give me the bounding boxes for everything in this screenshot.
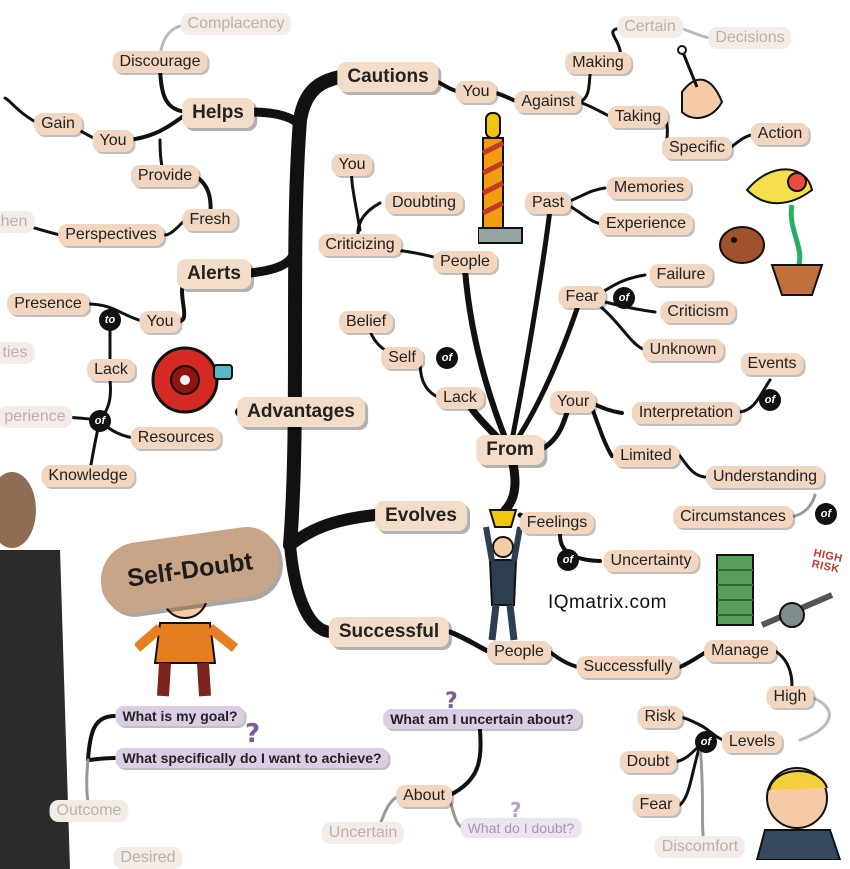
node-desired: Desired (113, 847, 183, 869)
node-manage: Manage (704, 640, 776, 662)
plant-monster-icon (719, 168, 824, 296)
node-q-uncertain: What am I uncertain about? (383, 709, 581, 729)
barrier-icon (478, 112, 523, 244)
node-q-doubt: What do I doubt? (460, 818, 582, 838)
node-presence: Presence (7, 293, 89, 315)
node-experience: Experience (598, 213, 694, 235)
node-knowledge: Knowledge (41, 465, 135, 487)
node-risk: Risk (637, 706, 683, 728)
node-successful: Successful (328, 617, 450, 647)
node-cautions: Cautions (337, 62, 439, 92)
node-understanding: Understanding (705, 466, 825, 488)
node-alerts: Alerts (177, 259, 251, 289)
node-ties: ties (0, 342, 35, 364)
node-events: Events (740, 353, 804, 375)
node-against: Against (514, 91, 582, 113)
node-feelings: Feelings (519, 512, 595, 534)
node-doubt: Doubt (619, 751, 677, 773)
question-mark-icon: ? (510, 798, 522, 822)
connector-to: to (99, 309, 121, 331)
node-uncertain: Uncertain (321, 822, 405, 844)
question-mark-icon: ? (445, 689, 458, 714)
node-evolves: Evolves (375, 501, 467, 531)
connector-of-circumstances: of (815, 503, 837, 525)
node-q-goal: What is my goal? (115, 706, 245, 726)
svg-text:?: ? (445, 689, 458, 714)
node-gain: Gain (34, 113, 82, 135)
businessman-trophy-icon (483, 509, 523, 641)
node-successfully: Successfully (576, 656, 680, 678)
node-when: hen (0, 211, 35, 233)
connector-of-uncertainty: of (557, 549, 579, 571)
node-from: From (476, 435, 544, 465)
node-unknown: Unknown (642, 339, 724, 361)
node-people-from: People (433, 251, 497, 273)
node-failure: Failure (649, 264, 713, 286)
node-experience-left: perience (0, 406, 73, 428)
node-outcome: Outcome (49, 800, 129, 822)
node-memories: Memories (606, 177, 692, 199)
connector-of-levels: of (695, 731, 717, 753)
node-decisions: Decisions (708, 27, 792, 49)
node-perspectives: Perspectives (58, 224, 164, 246)
money-scale-icon (716, 554, 834, 628)
node-about: About (396, 785, 452, 807)
node-you-helps: You (92, 130, 134, 152)
node-specific: Specific (661, 137, 733, 159)
node-certain: Certain (617, 16, 683, 38)
node-past: Past (524, 192, 572, 214)
node-helps: Helps (182, 98, 254, 128)
node-action: Action (750, 123, 810, 145)
node-you-cautions: You (455, 81, 497, 103)
svg-text:?: ? (510, 798, 522, 822)
node-fear-low: Fear (632, 794, 680, 816)
node-you-alerts: You (139, 311, 181, 333)
node-belief: Belief (338, 311, 394, 333)
node-criticism: Criticism (660, 301, 736, 323)
silhouette-person-icon (0, 472, 70, 869)
connector-of-self: of (436, 347, 458, 369)
node-doubting: Doubting (384, 192, 464, 214)
node-people-successful: People (487, 641, 551, 663)
node-making: Making (565, 52, 631, 74)
node-levels: Levels (721, 731, 783, 753)
node-lack-from: Lack (436, 387, 484, 409)
node-complacency: Complacency (180, 13, 292, 35)
node-fear: Fear (558, 286, 606, 308)
node-lack-left: Lack (87, 359, 135, 381)
node-criticizing: Criticizing (318, 234, 402, 256)
pointing-hand-icon (677, 45, 724, 119)
node-uncertainty: Uncertainty (603, 550, 699, 572)
node-provide: Provide (130, 165, 200, 187)
connector-of-fear: of (613, 287, 635, 309)
connector-of-resources: of (89, 410, 111, 432)
node-discomfort: Discomfort (654, 836, 746, 858)
node-discourage: Discourage (112, 51, 208, 73)
question-mark-icon: ? (245, 719, 260, 749)
node-q-achieve: What specifically do I want to achieve? (115, 748, 389, 768)
node-interpretation: Interpretation (631, 402, 741, 424)
node-taking: Taking (607, 106, 669, 128)
brand-label: IQmatrix.com (548, 592, 667, 613)
node-self: Self (381, 347, 423, 369)
node-resources: Resources (130, 427, 222, 449)
node-you-from: You (331, 154, 373, 176)
connector-of-events: of (759, 389, 781, 411)
node-circumstances: Circumstances (673, 506, 793, 528)
stressed-man-icon (755, 767, 842, 860)
node-fresh: Fresh (182, 209, 238, 231)
alarm-bell-icon (151, 346, 233, 414)
node-advantages: Advantages (237, 397, 365, 427)
svg-text:?: ? (245, 719, 260, 749)
node-high: High (766, 686, 814, 708)
node-your: Your (549, 391, 597, 413)
node-limited: Limited (613, 445, 679, 467)
